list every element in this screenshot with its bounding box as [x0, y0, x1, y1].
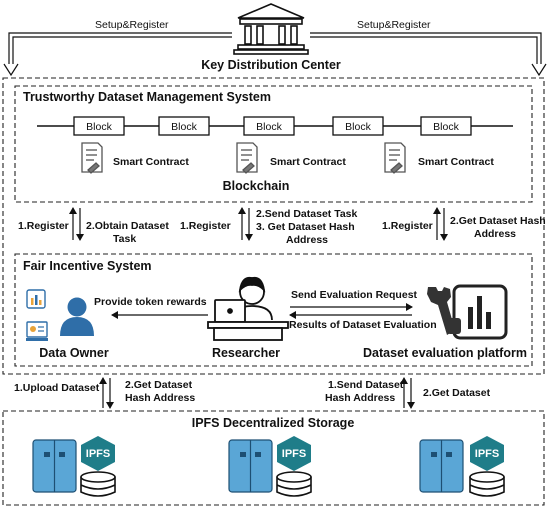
svg-text:Task: Task	[113, 233, 136, 245]
data-owner-person-icon	[60, 297, 94, 336]
svg-text:1.Register: 1.Register	[18, 220, 69, 232]
database-icon	[80, 471, 116, 497]
outer-system-boundary	[2, 77, 545, 375]
link-platform-ipfs: 1.Send Dataset Hash Address 2.Get Datase…	[325, 377, 491, 409]
setup-register-left-label: Setup&Register	[95, 19, 169, 31]
smart-contract-1: Smart Contract	[81, 142, 189, 174]
smart-contract-label: Smart Contract	[270, 156, 346, 168]
svg-text:Block: Block	[171, 121, 197, 133]
svg-text:IPFS: IPFS	[86, 448, 110, 460]
fis-panel: Fair Incentive System Data Owner Provide…	[14, 253, 533, 367]
database-icon	[469, 471, 505, 497]
svg-text:Block: Block	[256, 121, 282, 133]
setup-register-right-label: Setup&Register	[357, 19, 431, 31]
link-data-owner-tdms: 1.Register 2.Obtain Dataset Task	[18, 207, 169, 245]
svg-text:1.Register: 1.Register	[382, 220, 433, 232]
ipfs-title: IPFS Decentralized Storage	[192, 416, 355, 430]
link-owner-ipfs: 1.Upload Dataset 2.Get Dataset Hash Addr…	[14, 377, 195, 409]
storage-node-1: IPFS	[32, 436, 116, 497]
smart-contract-2: Smart Contract	[236, 142, 346, 174]
ipfs-panel: IPFS Decentralized Storage	[2, 410, 545, 506]
block-5: Block	[420, 116, 472, 136]
setup-register-arrow-right: Setup&Register	[310, 19, 547, 77]
svg-text:1.Upload Dataset: 1.Upload Dataset	[14, 382, 100, 394]
contract-icon	[384, 142, 406, 174]
ipfs-logo-icon: IPFS	[470, 436, 504, 471]
svg-text:IPFS: IPFS	[282, 448, 306, 460]
ipfs-logo-icon: IPFS	[81, 436, 115, 471]
tdms-title: Trustworthy Dataset Management System	[23, 90, 271, 104]
presentation-icon	[26, 321, 48, 341]
block-3: Block	[243, 116, 295, 136]
svg-text:2.Get Dataset: 2.Get Dataset	[423, 387, 491, 399]
svg-text:2.Get Dataset: 2.Get Dataset	[125, 379, 193, 391]
database-icon	[276, 471, 312, 497]
storage-node-2: IPFS	[228, 436, 312, 497]
storage-node-3: IPFS	[419, 436, 505, 497]
svg-text:2.Obtain Dataset: 2.Obtain Dataset	[86, 220, 169, 232]
server-icon	[419, 439, 464, 493]
institution-icon	[233, 3, 309, 55]
contract-icon	[236, 142, 258, 174]
svg-text:Block: Block	[433, 121, 459, 133]
evaluation-platform-icon	[427, 284, 508, 340]
block-1: Block	[73, 116, 125, 136]
send-evaluation-label: Send Evaluation Request	[291, 289, 418, 301]
researcher-icon	[207, 276, 289, 341]
smart-contract-label: Smart Contract	[113, 156, 189, 168]
smart-contract-3: Smart Contract	[384, 142, 494, 174]
link-researcher-tdms: 1.Register 2.Send Dataset Task 3. Get Da…	[180, 207, 358, 246]
svg-text:Hash Address: Hash Address	[125, 392, 195, 404]
block-2: Block	[158, 116, 210, 136]
kdc-label: Key Distribution Center	[201, 58, 341, 72]
evaluation-platform-label: Dataset evaluation platform	[363, 346, 527, 360]
svg-text:IPFS: IPFS	[475, 448, 499, 460]
svg-text:Address: Address	[474, 228, 516, 240]
svg-text:Address: Address	[286, 234, 328, 246]
ipfs-logo-icon: IPFS	[277, 436, 311, 471]
wrench-icon	[427, 287, 461, 335]
data-owner-label: Data Owner	[39, 346, 109, 360]
server-icon	[228, 439, 273, 493]
svg-text:3. Get Dataset Hash: 3. Get Dataset Hash	[256, 221, 355, 233]
svg-text:1.Send Dataset: 1.Send Dataset	[328, 379, 404, 391]
block-4: Block	[332, 116, 384, 136]
server-icon	[32, 439, 77, 493]
fis-title: Fair Incentive System	[23, 259, 152, 273]
blockchain-label: Blockchain	[223, 179, 290, 193]
svg-text:2.Send Dataset Task: 2.Send Dataset Task	[256, 208, 358, 220]
tdms-panel: Trustworthy Dataset Management System Bl…	[14, 85, 533, 203]
svg-text:Block: Block	[86, 121, 112, 133]
token-rewards-label: Provide token rewards	[94, 296, 207, 308]
key-distribution-center: Key Distribution Center	[201, 3, 341, 72]
svg-text:Hash Address: Hash Address	[325, 392, 395, 404]
setup-register-arrow-left: Setup&Register	[3, 19, 232, 77]
researcher-label: Researcher	[212, 346, 280, 360]
svg-text:1.Register: 1.Register	[180, 220, 231, 232]
link-platform-tdms: 1.Register 2.Get Dataset Hash Address	[382, 207, 546, 241]
smart-contract-label: Smart Contract	[418, 156, 494, 168]
contract-icon	[81, 142, 103, 174]
svg-text:Block: Block	[345, 121, 371, 133]
chart-icon	[26, 289, 46, 309]
results-evaluation-label: Results of Dataset Evaluation	[289, 319, 437, 331]
svg-text:2.Get Dataset Hash: 2.Get Dataset Hash	[450, 215, 546, 227]
